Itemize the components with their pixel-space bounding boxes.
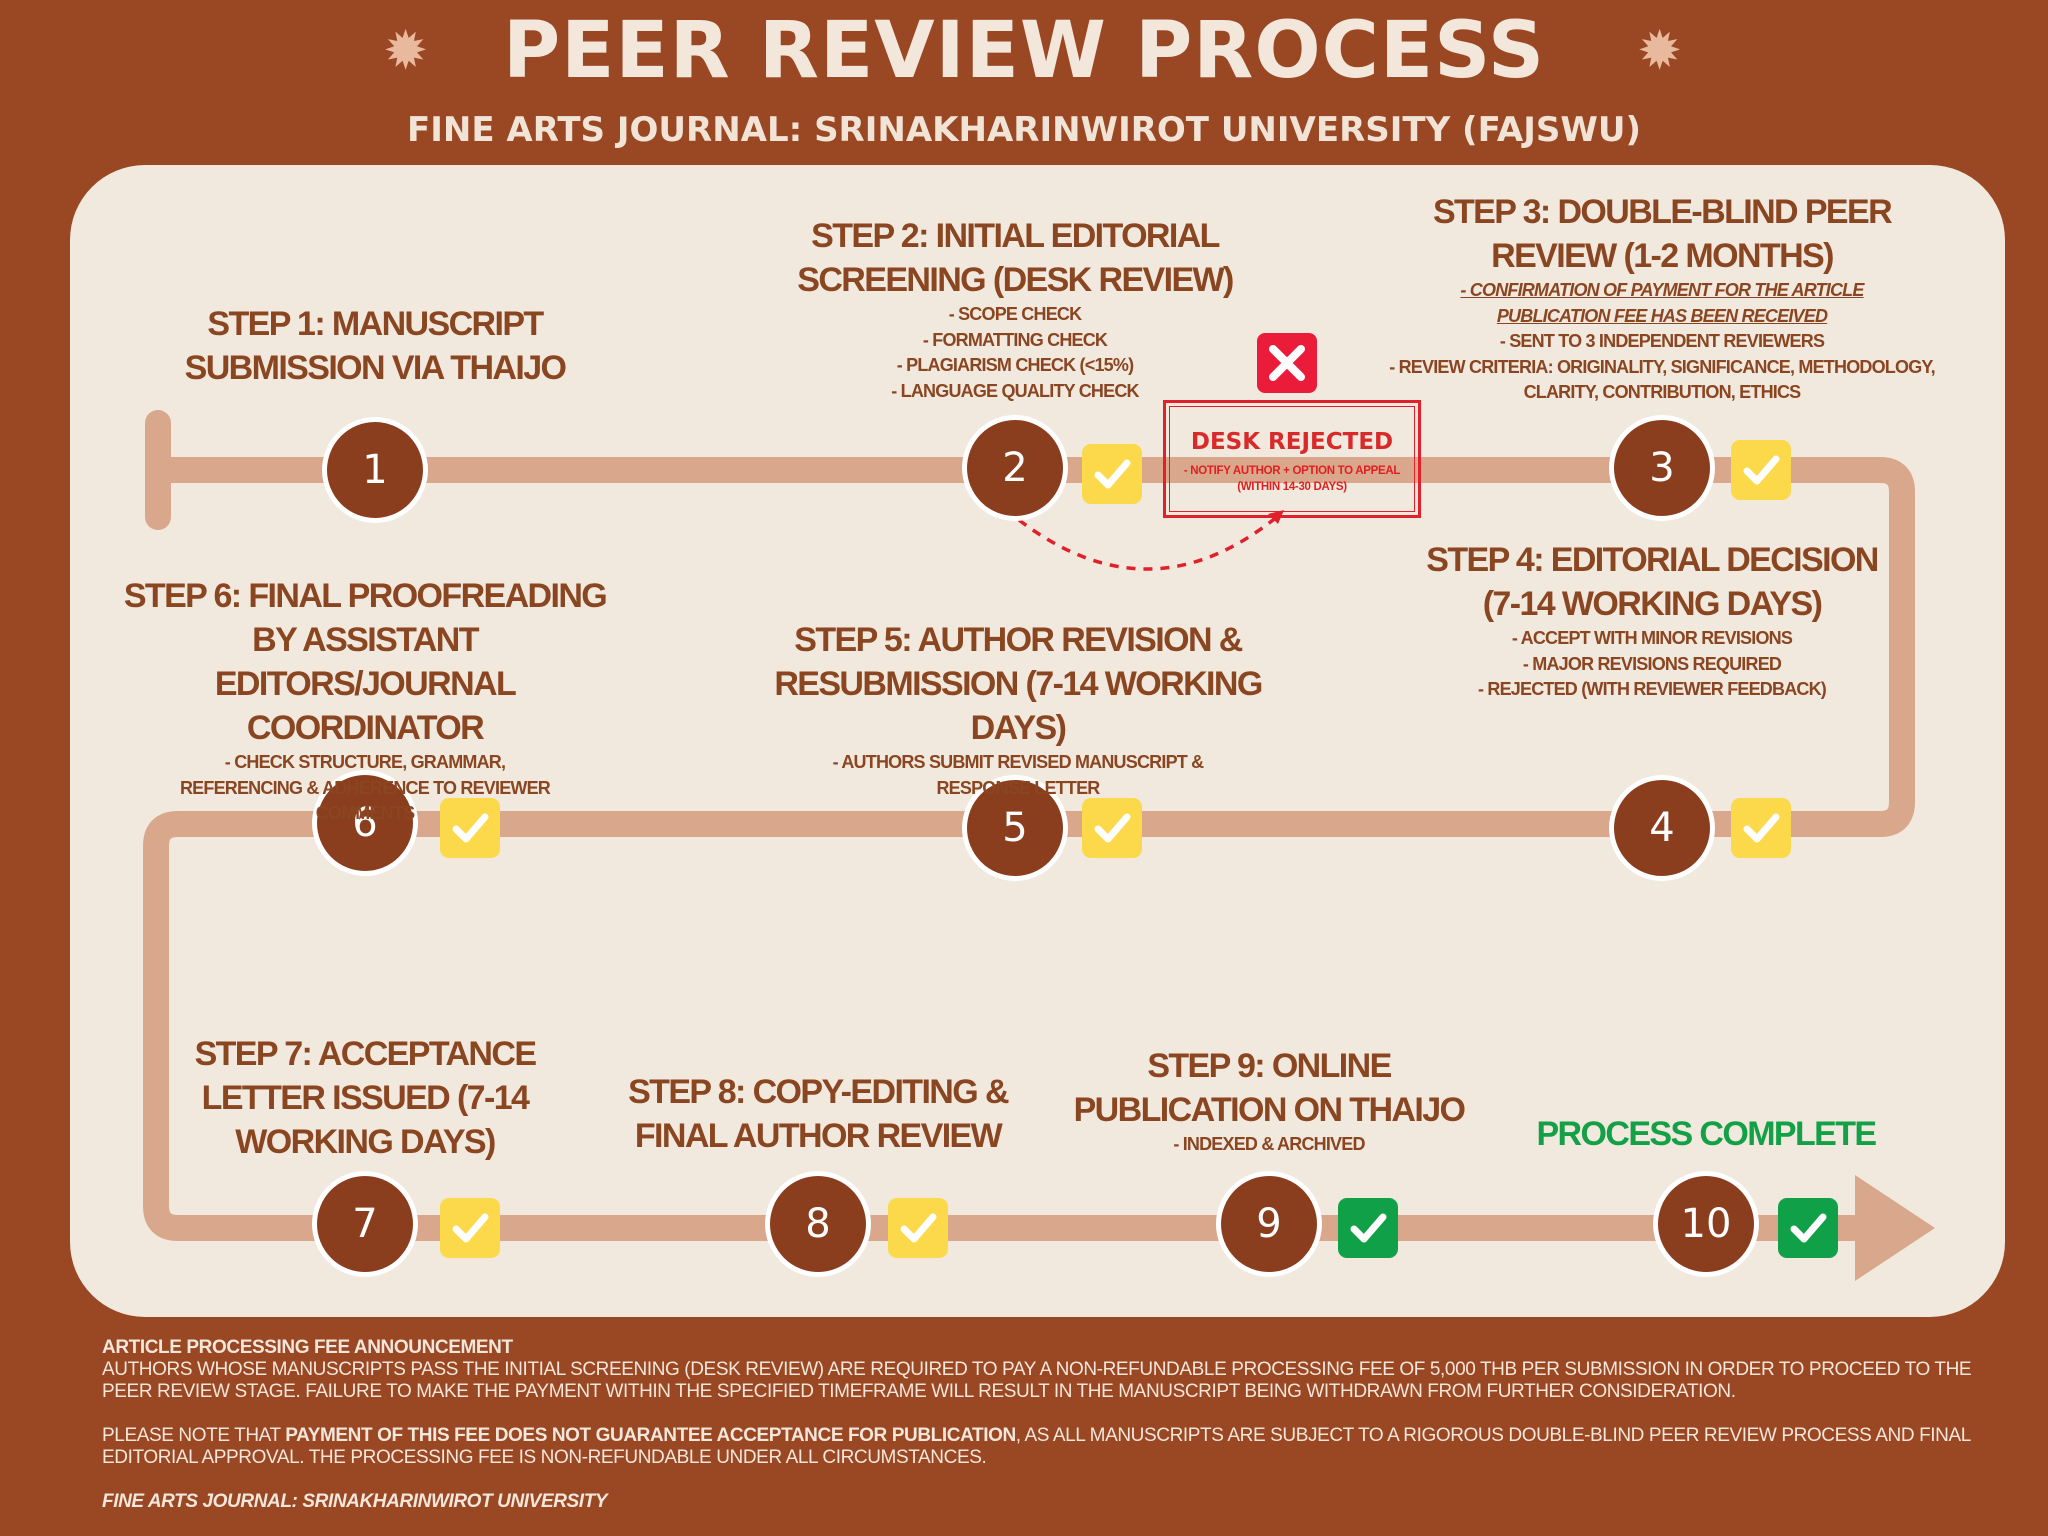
step-node-2: 2 [962, 415, 1068, 521]
step-8-check-icon [888, 1198, 948, 1258]
step-8-text: STEP 8: COPY-EDITING & FINAL AUTHOR REVI… [608, 1070, 1028, 1158]
step-3-title: STEP 3: DOUBLE-BLIND PEER REVIEW (1-2 MO… [1432, 193, 1893, 275]
step-8-title: STEP 8: COPY-EDITING & FINAL AUTHOR REVI… [628, 1073, 1009, 1155]
step-2-check-icon [1082, 444, 1142, 504]
starburst-icon-left: ✹ [383, 21, 429, 81]
step-4-title: STEP 4: EDITORIAL DECISION (7-14 WORKING… [1426, 541, 1879, 623]
desk-rejected-title: DESK REJECTED [1190, 429, 1394, 455]
step-node-10: 10 [1653, 1171, 1759, 1277]
step-9-bullet: - INDEXED & ARCHIVED [1173, 1134, 1365, 1154]
step-10-text: PROCESS COMPLETE [1496, 1112, 1916, 1156]
step-node-8: 8 [765, 1171, 871, 1277]
step-5-text: STEP 5: AUTHOR REVISION & RESUBMISSION (… [738, 618, 1298, 801]
reject-dashed-arrow [1017, 514, 1280, 571]
desk-rejected-note: - NOTIFY AUTHOR + OPTION TO APPEAL (WITH… [1183, 465, 1401, 493]
step-3-bullet: - REVIEW CRITERIA: ORIGINALITY, SIGNIFIC… [1389, 356, 1935, 403]
step-3-text: STEP 3: DOUBLE-BLIND PEER REVIEW (1-2 MO… [1382, 190, 1942, 406]
step-6-bullet: - CHECK STRUCTURE, GRAMMAR, REFERENCING … [179, 752, 551, 823]
step-10-title: PROCESS COMPLETE [1536, 1115, 1877, 1153]
fee-paragraph-2-bold: PAYMENT OF THIS FEE DOES NOT GUARANTEE A… [285, 1425, 1016, 1446]
step-3-bullet: - SENT TO 3 INDEPENDENT REVIEWERS [1499, 331, 1825, 351]
step-10-check-icon [1778, 1198, 1838, 1258]
fee-announcement: ARTICLE PROCESSING FEE ANNOUNCEMENT AUTH… [102, 1337, 1992, 1513]
step-node-1: 1 [322, 417, 428, 523]
page-title: PEER REVIEW PROCESS [502, 6, 1546, 96]
step-5-title: STEP 5: AUTHOR REVISION & RESUBMISSION (… [774, 621, 1263, 747]
path-end-arrow [1855, 1175, 1935, 1281]
step-node-5: 5 [962, 775, 1068, 881]
step-1-text: STEP 1: MANUSCRIPT SUBMISSION VIA THAIJO [165, 302, 585, 390]
step-4-bullet: - MAJOR REVISIONS REQUIRED [1522, 653, 1782, 674]
step-6-title: STEP 6: FINAL PROOFREADING BY ASSISTANT … [123, 577, 608, 747]
step-5-bullet: - AUTHORS SUBMIT REVISED MANUSCRIPT & RE… [832, 752, 1205, 798]
fee-paragraph-2-end: , AS ALL MANUSCRIPTS ARE SUBJECT TO A RI… [102, 1425, 1971, 1468]
fee-heading: ARTICLE PROCESSING FEE ANNOUNCEMENT [102, 1337, 513, 1358]
step-9-title: STEP 9: ONLINE PUBLICATION ON THAIJO [1073, 1047, 1466, 1129]
journal-signature: FINE ARTS JOURNAL: SRINAKHARINWIROT UNIV… [102, 1491, 608, 1512]
step-node-3: 3 [1609, 415, 1715, 521]
step-9-text: STEP 9: ONLINE PUBLICATION ON THAIJO - IN… [1059, 1044, 1479, 1158]
step-4-check-icon [1731, 798, 1791, 858]
step-5-check-icon [1082, 798, 1142, 858]
step-2-bullet: - LANGUAGE QUALITY CHECK [891, 380, 1139, 401]
reject-x-icon [1257, 333, 1317, 393]
step-6-text: STEP 6: FINAL PROOFREADING BY ASSISTANT … [105, 574, 625, 827]
step-1-title: STEP 1: MANUSCRIPT SUBMISSION VIA THAIJO [184, 305, 567, 387]
fee-paragraph-1: AUTHORS WHOSE MANUSCRIPTS PASS THE INITI… [102, 1359, 1972, 1402]
starburst-icon-right: ✹ [1637, 21, 1683, 81]
step-2-bullet: - PLAGIARISM CHECK (<15%) [896, 355, 1134, 375]
step-2-title: STEP 2: INITIAL EDITORIAL SCREENING (DES… [797, 217, 1234, 299]
step-7-text: STEP 7: ACCEPTANCE LETTER ISSUED (7-14 W… [155, 1032, 575, 1164]
step-2-bullet: - FORMATTING CHECK [922, 329, 1108, 350]
step-node-6: 6 [312, 770, 418, 876]
step-node-9: 9 [1216, 1171, 1322, 1277]
step-node-7: 7 [312, 1171, 418, 1277]
step-9-check-icon [1338, 1198, 1398, 1258]
step-3-check-icon [1731, 440, 1791, 500]
step-7-title: STEP 7: ACCEPTANCE LETTER ISSUED (7-14 W… [194, 1035, 537, 1161]
step-3-note: - CONFIRMATION OF PAYMENT FOR THE ARTICL… [1460, 280, 1864, 326]
desk-rejected-box: DESK REJECTED - NOTIFY AUTHOR + OPTION T… [1163, 400, 1421, 518]
step-node-4: 4 [1609, 775, 1715, 881]
step-2-text: STEP 2: INITIAL EDITORIAL SCREENING (DES… [755, 214, 1275, 404]
step-2-bullet: - SCOPE CHECK [948, 304, 1082, 324]
step-6-check-icon [440, 798, 500, 858]
step-4-bullet: - ACCEPT WITH MINOR REVISIONS [1511, 628, 1793, 648]
fee-paragraph-2: PLEASE NOTE THAT PAYMENT OF THIS FEE DOE… [102, 1425, 1992, 1469]
step-4-bullet: - REJECTED (WITH REVIEWER FEEDBACK) [1477, 679, 1827, 699]
step-7-check-icon [440, 1198, 500, 1258]
process-panel [70, 165, 2005, 1317]
page-subtitle: FINE ARTS JOURNAL: SRINAKHARINWIROT UNIV… [406, 110, 1642, 150]
step-4-text: STEP 4: EDITORIAL DECISION (7-14 WORKING… [1412, 538, 1892, 703]
fee-paragraph-2-start: PLEASE NOTE THAT [102, 1425, 286, 1446]
